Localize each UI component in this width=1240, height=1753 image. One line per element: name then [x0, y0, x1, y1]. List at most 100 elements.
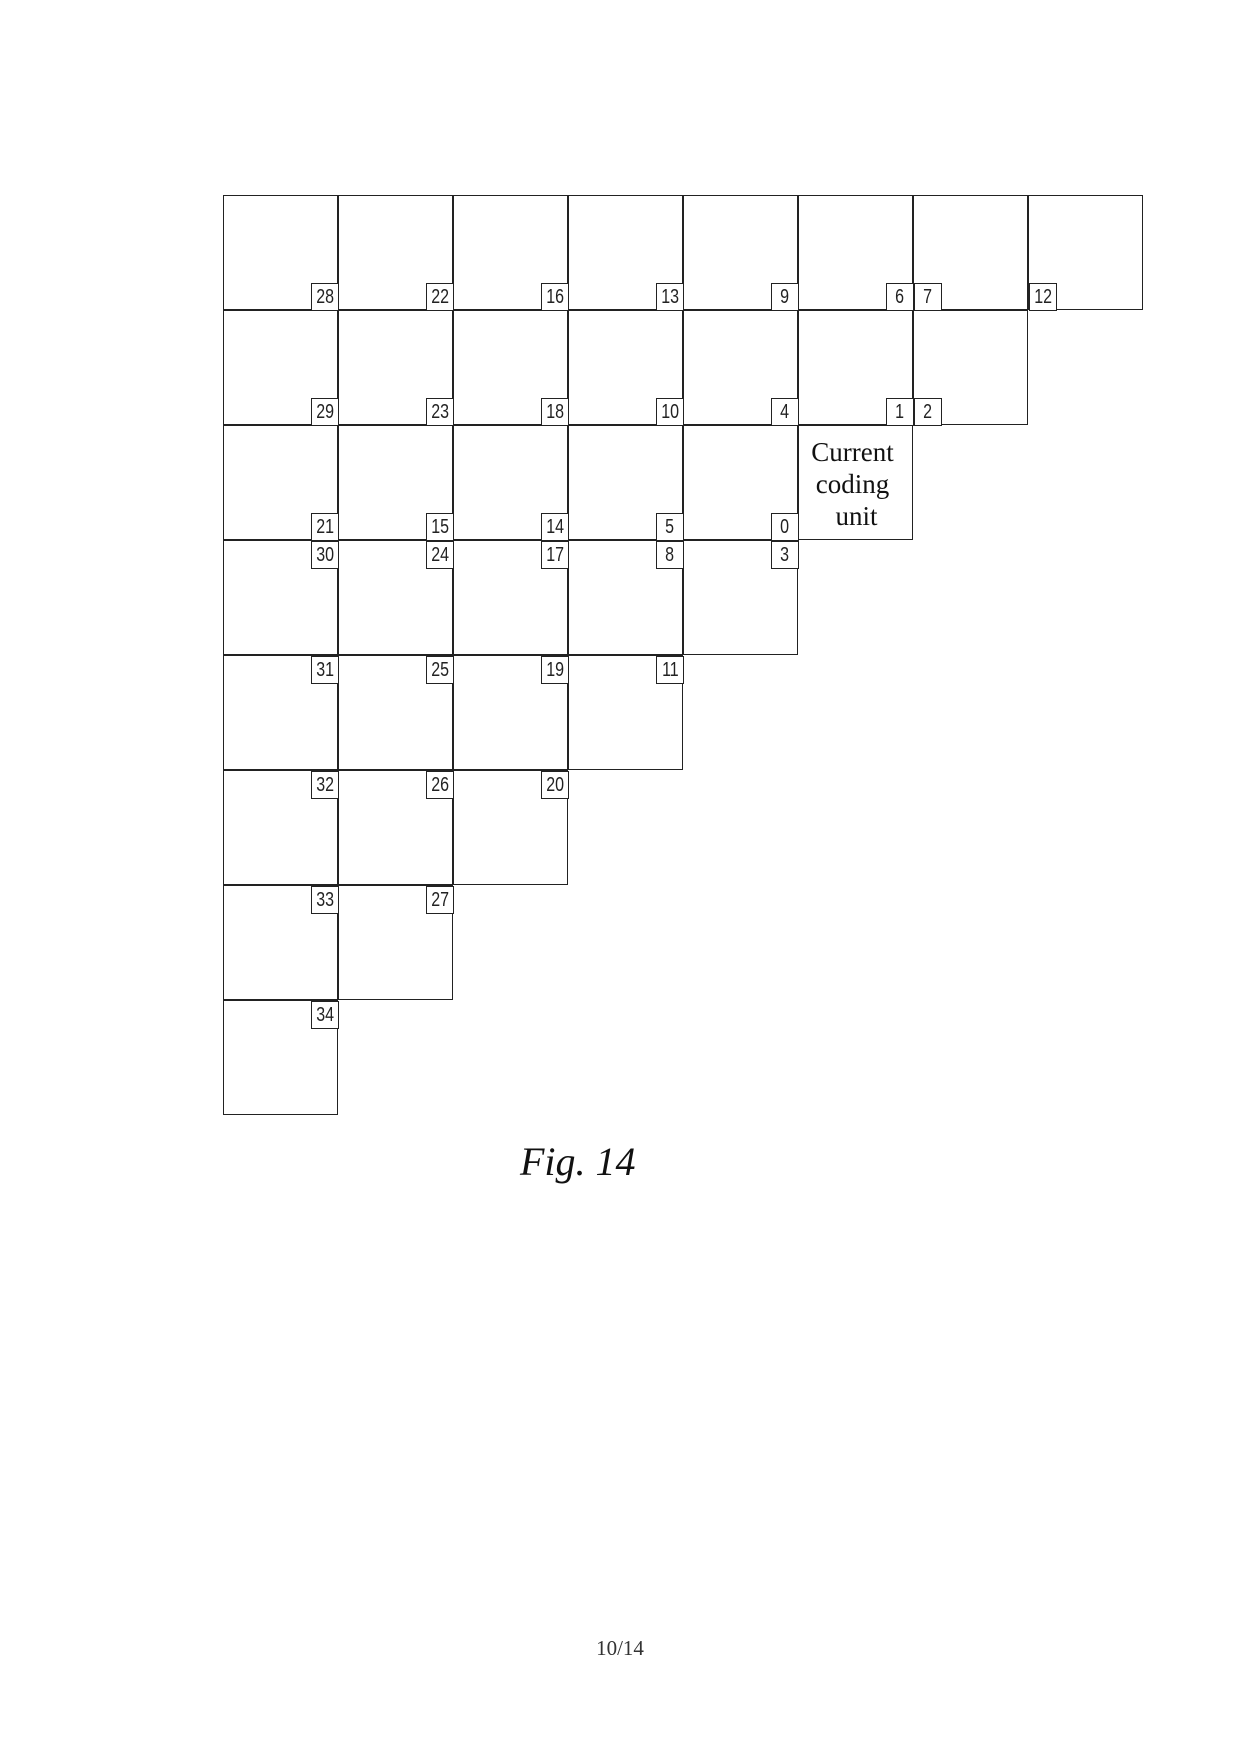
candidate-index-text: 23	[431, 401, 449, 423]
candidate-index-label: 12	[1029, 283, 1057, 311]
candidate-index-text: 0	[780, 516, 790, 538]
neighbor-block	[223, 885, 339, 1001]
candidate-index-label: 16	[541, 283, 569, 311]
candidate-index-text: 6	[895, 286, 905, 308]
neighbor-block	[683, 540, 799, 656]
neighbor-block	[338, 885, 454, 1001]
candidate-index-label: 20	[541, 771, 569, 799]
candidate-index-text: 16	[546, 286, 564, 308]
neighbor-block	[338, 770, 454, 886]
candidate-index-label: 34	[311, 1001, 339, 1029]
candidate-index-label: 15	[426, 513, 454, 541]
candidate-index-text: 20	[546, 774, 564, 796]
neighbor-block	[453, 195, 569, 311]
neighbor-block	[338, 540, 454, 656]
candidate-index-text: 11	[661, 659, 679, 681]
neighbor-block	[338, 310, 454, 426]
candidate-index-label: 0	[771, 513, 799, 541]
neighbor-block	[223, 310, 339, 426]
candidate-index-label: 25	[426, 656, 454, 684]
candidate-index-text: 18	[546, 401, 564, 423]
neighbor-block	[453, 770, 569, 886]
candidate-index-label: 21	[311, 513, 339, 541]
candidate-index-label: 1	[886, 398, 914, 426]
neighbor-block	[453, 425, 569, 541]
candidate-index-text: 22	[431, 286, 449, 308]
candidate-index-text: 31	[316, 659, 334, 681]
candidate-index-label: 13	[656, 283, 684, 311]
neighbor-block	[338, 655, 454, 771]
candidate-index-text: 10	[661, 401, 679, 423]
candidate-index-label: 6	[886, 283, 914, 311]
candidate-index-label: 33	[311, 886, 339, 914]
candidate-index-label: 8	[656, 541, 684, 569]
candidate-index-text: 25	[431, 659, 449, 681]
candidate-index-label: 28	[311, 283, 339, 311]
neighbor-block	[338, 195, 454, 311]
neighbor-block	[798, 195, 914, 311]
neighbor-block	[798, 310, 914, 426]
candidate-index-text: 19	[546, 659, 564, 681]
candidate-index-text: 12	[1034, 286, 1052, 308]
candidate-index-text: 7	[923, 286, 933, 308]
current-coding-unit-line3: unit	[835, 501, 878, 531]
current-coding-unit-line2: coding	[815, 469, 890, 499]
candidate-index-text: 26	[431, 774, 449, 796]
candidate-index-text: 4	[780, 401, 790, 423]
neighbor-block	[223, 540, 339, 656]
candidate-index-label: 2	[914, 398, 942, 426]
neighbor-block	[683, 310, 799, 426]
figure-caption: Fig. 14	[520, 1139, 636, 1184]
candidate-index-text: 8	[665, 544, 675, 566]
candidate-index-label: 18	[541, 398, 569, 426]
candidate-index-label: 29	[311, 398, 339, 426]
candidate-index-text: 33	[316, 889, 334, 911]
candidate-index-text: 34	[316, 1004, 334, 1026]
current-coding-unit-line1: Current	[811, 437, 894, 467]
page-number: 10/14	[596, 1636, 644, 1660]
candidate-index-label: 5	[656, 513, 684, 541]
neighbor-block	[568, 425, 684, 541]
candidate-index-label: 31	[311, 656, 339, 684]
neighbor-block	[223, 425, 339, 541]
candidate-index-text: 1	[895, 401, 905, 423]
neighbor-block	[223, 655, 339, 771]
candidate-index-label: 9	[771, 283, 799, 311]
candidate-index-label: 3	[771, 541, 799, 569]
candidate-index-label: 22	[426, 283, 454, 311]
candidate-index-text: 24	[431, 544, 449, 566]
candidate-index-text: 32	[316, 774, 334, 796]
neighbor-block	[223, 1000, 339, 1116]
neighbor-block	[683, 195, 799, 311]
neighbor-block	[453, 540, 569, 656]
candidate-index-text: 27	[431, 889, 449, 911]
candidate-index-text: 21	[316, 516, 334, 538]
candidate-index-label: 17	[541, 541, 569, 569]
neighbor-block	[453, 655, 569, 771]
neighbor-block	[568, 540, 684, 656]
neighbor-block	[1028, 195, 1144, 311]
neighbor-block	[568, 655, 684, 771]
candidate-index-text: 14	[546, 516, 564, 538]
candidate-index-label: 14	[541, 513, 569, 541]
candidate-index-text: 17	[546, 544, 564, 566]
candidate-index-text: 28	[316, 286, 334, 308]
candidate-index-text: 15	[431, 516, 449, 538]
candidate-index-text: 13	[661, 286, 679, 308]
candidate-index-label: 27	[426, 886, 454, 914]
neighbor-block	[913, 310, 1029, 426]
candidate-index-label: 30	[311, 541, 339, 569]
candidate-index-label: 11	[656, 656, 684, 684]
candidate-index-label: 10	[656, 398, 684, 426]
candidate-index-label: 4	[771, 398, 799, 426]
candidate-index-label: 19	[541, 656, 569, 684]
candidate-index-label: 32	[311, 771, 339, 799]
neighbor-block	[568, 310, 684, 426]
current-coding-unit-block	[798, 425, 914, 541]
neighbor-block	[223, 195, 339, 311]
candidate-index-text: 2	[923, 401, 933, 423]
current-coding-unit-label: Current coding unit	[795, 436, 910, 532]
candidate-index-label: 23	[426, 398, 454, 426]
neighbor-block	[683, 425, 799, 541]
candidate-index-text: 5	[665, 516, 675, 538]
